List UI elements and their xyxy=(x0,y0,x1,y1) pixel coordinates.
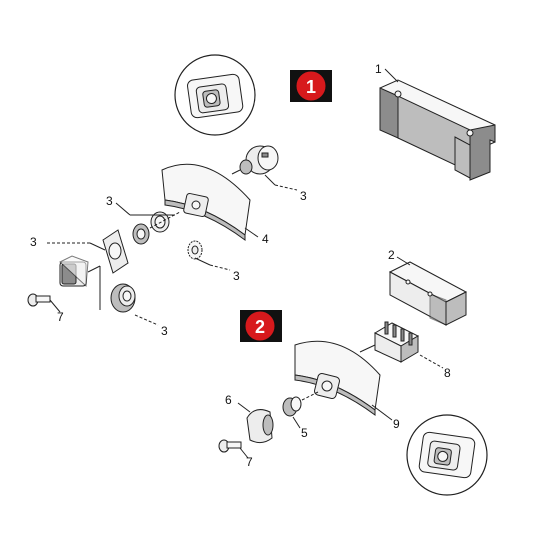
screw-bottom xyxy=(218,439,242,453)
step-2-circle xyxy=(244,310,276,342)
callout-7-upper: 7 xyxy=(57,310,64,324)
step-1-circle xyxy=(295,70,327,102)
knurled-nut xyxy=(110,283,136,313)
callout-4: 4 xyxy=(262,232,269,246)
shaft-adapter xyxy=(282,391,319,417)
part-4-front-panel xyxy=(161,163,251,241)
part-1-bracket xyxy=(379,79,496,181)
nut-and-washer xyxy=(132,211,181,245)
callout-3-left: 3 xyxy=(30,235,37,249)
callout-1: 1 xyxy=(375,62,382,76)
callout-9: 9 xyxy=(393,417,400,431)
callout-3-potentiometer: 3 xyxy=(300,189,307,203)
part-9-front-panel xyxy=(294,340,381,416)
potentiometer xyxy=(231,145,279,175)
detail-magnifier-bottom xyxy=(406,414,488,496)
callout-3-knurled-nut: 3 xyxy=(161,324,168,338)
step-2-marker: 2 xyxy=(240,310,282,342)
callout-labels: 1 2 3 3 3 3 3 4 5 6 7 7 8 9 xyxy=(30,62,451,469)
star-washer xyxy=(187,240,203,260)
control-knob-bottom xyxy=(246,409,274,444)
callout-8: 8 xyxy=(444,366,451,380)
callout-3-upper-left: 3 xyxy=(106,194,113,208)
screw-top xyxy=(27,293,51,307)
callout-7-lower: 7 xyxy=(246,455,253,469)
control-knob-top xyxy=(59,255,89,288)
detail-magnifier-top xyxy=(174,54,256,136)
step-1-number: 1 xyxy=(306,77,316,97)
step-1-marker: 1 xyxy=(290,70,332,102)
leader-lines xyxy=(47,68,444,459)
part-2-housing xyxy=(388,261,468,326)
callout-5: 5 xyxy=(301,426,308,440)
square-plate xyxy=(102,229,129,274)
callout-2: 2 xyxy=(388,248,395,262)
step-2-number: 2 xyxy=(255,317,265,337)
callout-3-star-washer: 3 xyxy=(233,269,240,283)
callout-6: 6 xyxy=(225,393,232,407)
part-8-switch-block xyxy=(359,321,420,363)
